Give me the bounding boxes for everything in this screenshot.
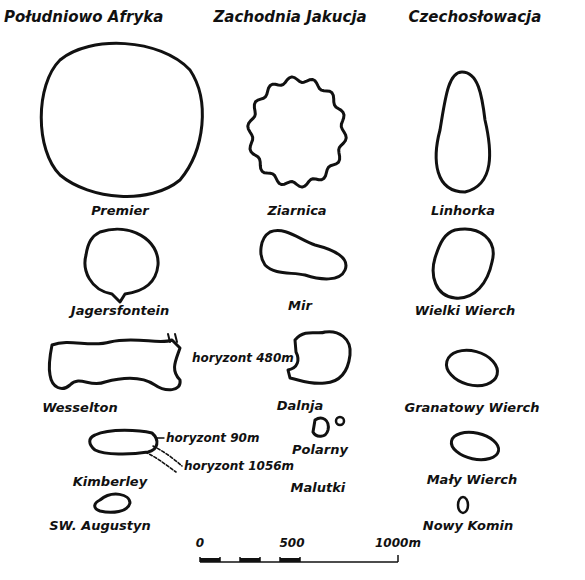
pipe-label: Nowy Komin [423,518,513,534]
pipe-label: Mir [288,298,312,314]
column-heading: Zachodnia Jakucja [213,8,366,26]
pipe-label: horyzont 90m [166,430,259,446]
pipe-label: Ziarnica [267,203,326,219]
scale-label: 1000m [375,535,421,551]
pipe-label: Linhorka [431,203,495,219]
scale-tick [299,557,301,562]
scale-segment [240,558,260,562]
polarny-outline [313,418,328,436]
premier-outline [41,43,202,196]
pipe-label: Kimberley [73,474,147,490]
linhorka-outline [436,72,489,192]
pipe-label: horyzont 480m [192,350,294,366]
scale-tick [219,557,221,562]
pipe-label: Wesselton [42,400,117,416]
pipe-label: Jagersfontein [71,303,169,319]
scale-tick [259,557,261,562]
mir-outline [261,231,346,279]
kimberley-deep-horizon [145,446,182,472]
ziarnica-outline [248,77,346,187]
wesselton-ticks [168,334,177,342]
pipe-label: Polarny [292,442,348,458]
sw-augustyn-outline [95,494,130,512]
jagersfontein-outline [85,229,158,302]
pipe-label: horyzont 1056m [184,458,294,474]
horizon-leader [157,437,164,438]
maly-wierch-outline [449,428,501,463]
scale-tick [397,555,399,562]
pipe-label: Granatowy Wierch [405,400,540,416]
column-heading: Czechosłowacja [409,8,542,26]
dalnja-outline [288,332,350,384]
granatowy-wierch-outline [442,345,501,391]
pipe-label: Mały Wierch [427,472,518,488]
column-heading: Południowo Afryka [4,8,163,26]
pipe-label: SW. Augustyn [49,518,151,534]
scale-label: 500 [280,535,305,551]
scale-segment [280,558,300,562]
pipe-label: Dalnja [277,398,324,414]
nowy-komin-outline [458,497,468,513]
pipe-label: Malutki [291,480,346,496]
wesselton-outline [49,340,180,390]
polarny-satellite [336,417,344,425]
kimberley-outline [90,430,157,454]
pipe-label: Wielki Wierch [415,303,516,319]
scale-label: 0 [196,535,204,551]
scale-bar [200,555,398,562]
scale-segment [200,558,220,562]
pipe-label: Premier [91,203,149,219]
wielki-wierch-outline [433,229,493,298]
